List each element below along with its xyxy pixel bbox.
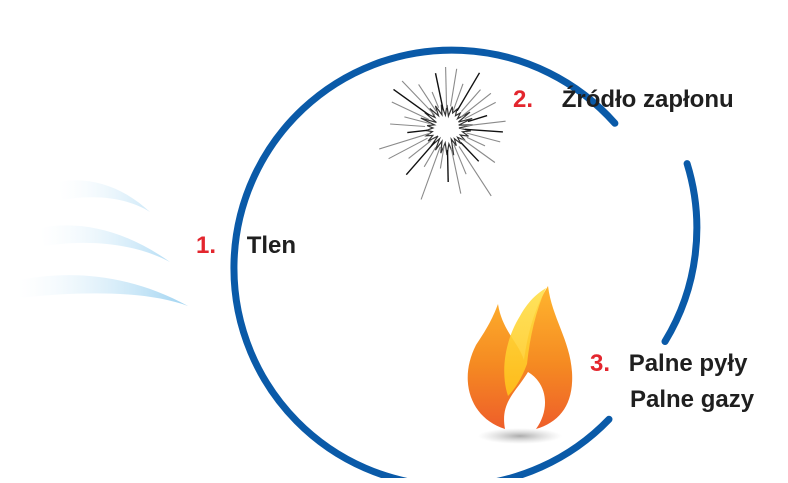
- spark-ray: [439, 145, 445, 169]
- spark-ray: [450, 68, 458, 107]
- label-fuel-number: 3.: [590, 350, 611, 377]
- ring-arc-right: [661, 160, 701, 345]
- spark-ray: [405, 141, 436, 176]
- spark-ray: [393, 88, 430, 116]
- spark-ray: [423, 146, 437, 168]
- cycle-ring: [230, 46, 701, 483]
- spark-ray: [452, 83, 464, 112]
- spark-ray: [401, 80, 435, 116]
- air-waves-icon: [18, 180, 188, 306]
- spark-ray: [391, 101, 430, 120]
- spark-ray: [446, 149, 449, 183]
- spark-ray: [460, 92, 492, 118]
- spark-icon: [379, 66, 506, 200]
- spark-ray: [453, 144, 467, 175]
- spark-ray: [460, 142, 480, 162]
- spark-ray: [388, 137, 428, 160]
- spark-ray: [467, 114, 488, 123]
- spark-ray: [390, 123, 426, 128]
- spark-ray: [464, 101, 496, 120]
- label-ignition: 2. Źródło zapłonu: [513, 85, 734, 115]
- flame-icon: [467, 286, 573, 444]
- label-oxygen-number: 1.: [196, 232, 217, 259]
- spark-ray: [458, 146, 492, 197]
- label-fuel-line1: Palne pyły: [628, 350, 748, 377]
- ring-arc-top: [230, 46, 619, 483]
- label-ignition-number: 2.: [513, 86, 534, 113]
- spark-ray: [461, 138, 496, 163]
- spark-ray: [466, 132, 501, 143]
- spark-ray: [450, 147, 462, 194]
- spark-ray: [431, 91, 440, 108]
- label-fuel-line2: Palne gazy: [630, 386, 755, 413]
- spark-ray: [464, 128, 503, 133]
- spark-ray: [407, 129, 428, 134]
- label-fuel: 3. Palne pyły: [590, 349, 747, 379]
- spark-ray: [404, 116, 430, 125]
- spark-ray: [466, 136, 486, 147]
- label-oxygen-text: Tlen: [246, 232, 297, 259]
- spark-ray: [456, 72, 481, 112]
- spark-ray: [445, 66, 448, 109]
- label-oxygen: 1. Tlen: [196, 231, 296, 261]
- spark-ray: [418, 84, 437, 112]
- spark-ray: [461, 89, 481, 112]
- spark-ray: [434, 73, 444, 111]
- spark-ray: [379, 132, 430, 150]
- spark-ray: [464, 120, 506, 127]
- spark-ray: [408, 139, 432, 159]
- label-ignition-text: Źródło zapłonu: [561, 86, 734, 113]
- label-fuel-second-line: Palne gazy: [630, 385, 754, 415]
- spark-ray: [420, 146, 441, 200]
